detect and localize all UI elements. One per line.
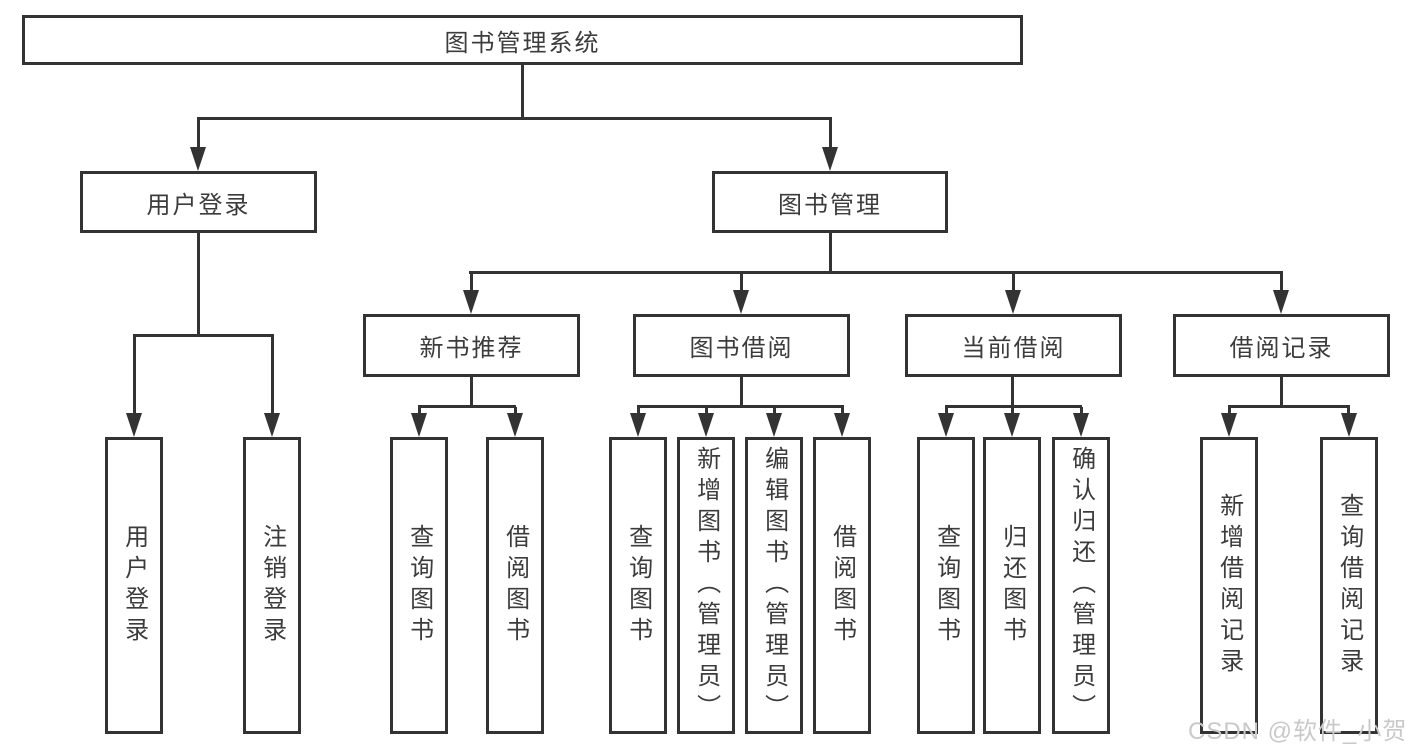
connector-line [418, 405, 516, 408]
arrow-down-icon [463, 290, 479, 314]
leaf-label: 查询图书 [932, 523, 960, 648]
connector-line [637, 407, 640, 415]
leaf-label: 查询图书 [624, 523, 652, 648]
connector-line [1280, 272, 1283, 292]
connector-line [1228, 407, 1231, 415]
connector-line [133, 334, 274, 337]
arrow-down-icon [630, 413, 646, 437]
arrow-down-icon [834, 413, 850, 437]
connector-line [514, 407, 517, 415]
leaf-label: 注销登录 [258, 523, 286, 648]
connector-line [637, 405, 844, 408]
leaf-label: 借阅图书 [828, 523, 856, 648]
leaf-borrow-books-recommend: 借阅图书 [486, 437, 544, 734]
leaf-label: 编辑图书（管理员） [760, 446, 788, 725]
arrow-down-icon [507, 413, 523, 437]
node-book-management: 图书管理 [712, 171, 948, 233]
arrow-down-icon [698, 413, 714, 437]
arrow-down-icon [822, 147, 838, 171]
connector-line [271, 336, 274, 415]
leaf-label: 新增借阅记录 [1215, 492, 1243, 679]
leaf-add-borrow-record: 新增借阅记录 [1200, 437, 1258, 734]
leaf-confirm-return-admin: 确认归还（管理员） [1052, 437, 1110, 734]
node-root-label: 图书管理系统 [444, 29, 601, 57]
connector-line [469, 271, 1283, 274]
arrow-down-icon [733, 290, 749, 314]
connector-line [1011, 407, 1014, 415]
leaf-query-books-borrowing: 查询图书 [609, 437, 667, 734]
leaf-label: 新增图书（管理员） [692, 446, 720, 725]
connector-line [1080, 407, 1083, 415]
leaf-edit-books-admin: 编辑图书（管理员） [745, 437, 803, 734]
arrow-down-icon [1073, 413, 1089, 437]
connector-line [418, 407, 421, 415]
connector-line [945, 405, 1082, 408]
leaf-user-login: 用户登录 [105, 437, 163, 734]
connector-line [829, 233, 832, 273]
node-new-book-recommend: 新书推荐 [363, 314, 580, 377]
node-current-borrowing-label: 当前借阅 [961, 335, 1066, 362]
csdn-watermark: CSDN @软件_小贺同学 [1188, 718, 1405, 745]
leaf-label: 用户登录 [120, 523, 148, 648]
connector-line [945, 407, 948, 415]
leaf-query-books-current: 查询图书 [917, 437, 975, 734]
connector-line [133, 336, 136, 415]
connector-line [740, 272, 743, 292]
connector-line [705, 407, 708, 415]
node-borrowing-records-label: 借阅记录 [1229, 335, 1334, 362]
node-book-borrowing-label: 图书借阅 [689, 335, 794, 362]
arrow-down-icon [766, 413, 782, 437]
arrow-down-icon [1221, 413, 1237, 437]
connector-line [470, 272, 473, 292]
connector-line [197, 118, 200, 149]
node-book-borrowing: 图书借阅 [633, 314, 850, 377]
leaf-label: 归还图书 [998, 523, 1026, 648]
arrow-down-icon [126, 413, 142, 437]
leaf-label: 查询图书 [405, 523, 433, 648]
connector-line [1347, 407, 1350, 415]
leaf-query-books-recommend: 查询图书 [390, 437, 448, 734]
arrow-down-icon [1005, 290, 1021, 314]
node-user-login: 用户登录 [80, 171, 317, 233]
leaf-return-books: 归还图书 [983, 437, 1041, 734]
node-user-login-label: 用户登录 [146, 191, 251, 219]
leaf-query-borrow-record: 查询借阅记录 [1320, 437, 1378, 734]
node-book-management-label: 图书管理 [778, 191, 882, 219]
leaf-logout: 注销登录 [243, 437, 301, 734]
connector-line [740, 377, 743, 408]
arrow-down-icon [1273, 290, 1289, 314]
arrow-down-icon [264, 413, 280, 437]
connector-line [197, 117, 832, 120]
arrow-down-icon [938, 413, 954, 437]
connector-line [470, 377, 473, 408]
connector-line [1280, 377, 1283, 408]
arrow-down-icon [1004, 413, 1020, 437]
node-new-book-recommend-label: 新书推荐 [419, 335, 524, 362]
connector-line [521, 65, 524, 119]
node-current-borrowing: 当前借阅 [905, 314, 1122, 377]
leaf-label: 确认归还（管理员） [1067, 446, 1095, 725]
node-root: 图书管理系统 [22, 15, 1023, 65]
connector-line [841, 407, 844, 415]
connector-line [829, 118, 832, 149]
node-borrowing-records: 借阅记录 [1173, 314, 1390, 377]
leaf-label: 查询借阅记录 [1335, 492, 1363, 679]
arrow-down-icon [190, 147, 206, 171]
connector-line [1011, 377, 1014, 408]
arrow-down-icon [411, 413, 427, 437]
connector-line [197, 233, 200, 336]
leaf-label: 借阅图书 [501, 523, 529, 648]
leaf-borrow-books: 借阅图书 [813, 437, 871, 734]
connector-line [773, 407, 776, 415]
connector-line [1012, 272, 1015, 292]
connector-line [1228, 405, 1350, 408]
leaf-add-books-admin: 新增图书（管理员） [677, 437, 735, 734]
arrow-down-icon [1341, 413, 1357, 437]
